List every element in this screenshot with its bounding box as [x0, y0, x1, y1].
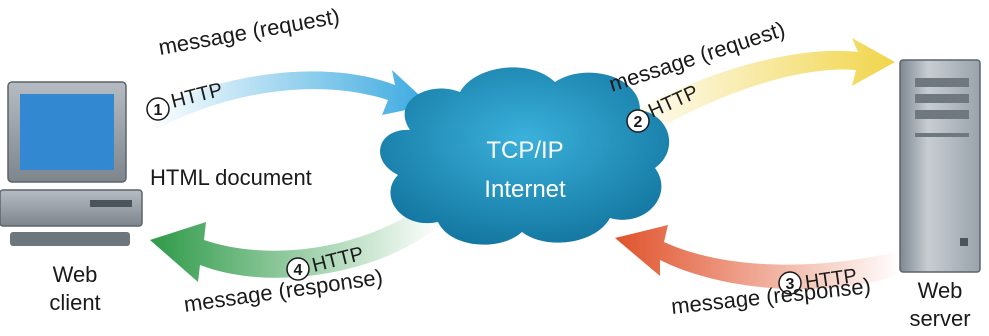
flow-1-message: message (request)	[157, 3, 342, 59]
internet-cloud: TCP/IP Internet	[380, 67, 670, 245]
arrow-4-response	[150, 205, 440, 282]
step-1-marker	[146, 97, 170, 121]
flow-3-step: 3	[786, 276, 795, 293]
client-label-line2: client	[49, 290, 100, 315]
step-3-marker	[778, 271, 802, 295]
html-document-label: HTML document	[150, 165, 312, 190]
web-client-computer: Web client	[0, 81, 143, 315]
monitor-screen	[20, 94, 114, 170]
server-label-line2: server	[909, 306, 970, 331]
cloud-label-line2: Internet	[484, 176, 566, 203]
flow-1-labels: message (request) 1 HTTP	[146, 3, 342, 121]
step-4-marker	[286, 257, 310, 281]
server-label-line1: Web	[918, 278, 963, 303]
arrow-1-request	[150, 70, 430, 130]
arrow-3-response	[615, 225, 900, 290]
flow-4-step: 4	[294, 262, 303, 279]
flow-1-step: 1	[154, 102, 163, 119]
arrow-2-request	[620, 38, 895, 140]
step-2-marker	[626, 109, 650, 133]
client-label-line1: Web	[53, 262, 98, 287]
web-server-tower: Web server	[899, 59, 981, 331]
flow-2-step: 2	[634, 114, 643, 131]
cloud-label-line1: TCP/IP	[486, 137, 563, 164]
